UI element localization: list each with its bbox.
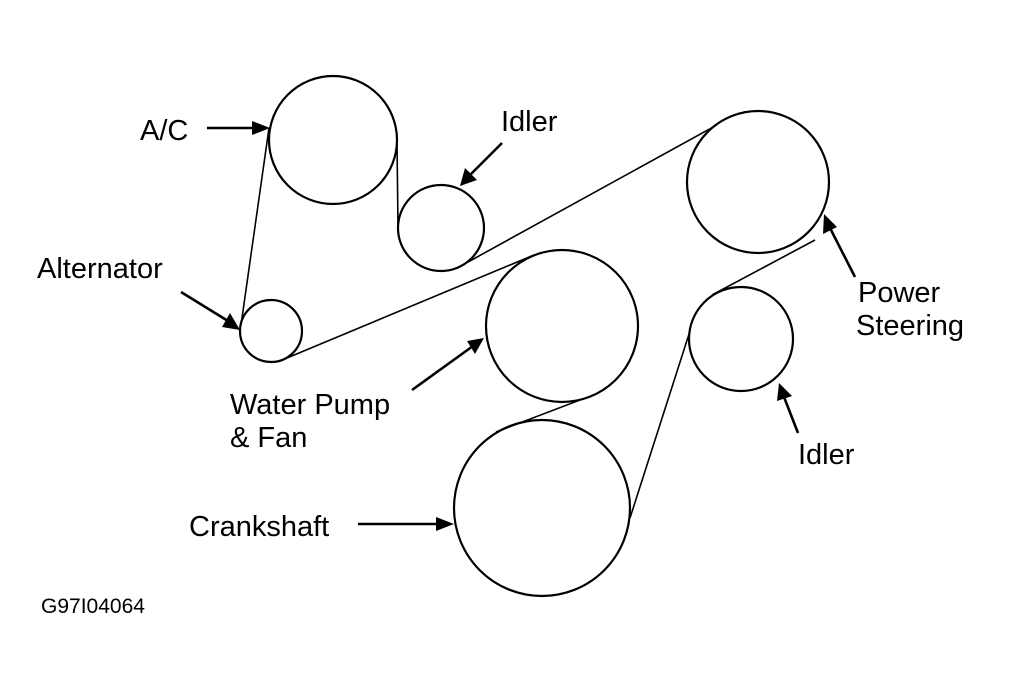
belt-segment-ac-idler	[396, 141, 399, 229]
power-steering-pulley	[685, 109, 831, 255]
water-pump-leader	[411, 344, 474, 392]
water-pump-label-line2: & Fan	[230, 422, 307, 454]
ac-pulley	[267, 74, 399, 206]
crankshaft-label: Crankshaft	[189, 511, 329, 543]
water-pump-arrowhead	[467, 338, 484, 354]
leader-arrows	[180, 121, 857, 531]
belt-segment-alternator-ac	[240, 127, 270, 326]
figure-code: G97I04064	[41, 595, 145, 618]
idler-bottom-pulley	[687, 285, 795, 393]
alternator-pulley	[238, 298, 304, 364]
ac-label: A/C	[140, 115, 188, 147]
alternator-leader	[180, 290, 229, 323]
crankshaft-pulley	[452, 418, 632, 598]
belt-segment-idler-powersteering	[467, 125, 716, 263]
serpentine-belt	[240, 125, 816, 519]
belt-segment-crankshaft-idler	[629, 330, 691, 519]
belt-segment-waterpump-crankshaft	[495, 399, 581, 433]
power-steering-arrowhead	[823, 214, 837, 234]
idler-top-label: Idler	[501, 106, 558, 138]
alternator-label: Alternator	[37, 253, 163, 285]
power-steering-leader	[828, 227, 857, 278]
idler-top-leader	[469, 142, 503, 176]
idler-top-arrowhead	[460, 168, 477, 186]
idler-top-pulley	[396, 183, 486, 273]
idler-bottom-arrowhead	[777, 383, 792, 401]
belt-segment-idler-powersteering-lower	[711, 239, 816, 296]
idler-bottom-leader	[782, 396, 800, 434]
power-steering-label-line1: Power	[858, 277, 941, 309]
alternator-arrowhead	[222, 313, 240, 330]
crankshaft-arrowhead	[436, 517, 454, 531]
ac-arrowhead	[252, 121, 270, 135]
water-pump-label-line1: Water Pump	[230, 389, 390, 421]
idler-bottom-label: Idler	[798, 439, 855, 471]
power-steering-label-line2: Steering	[856, 310, 964, 342]
water-pump-pulley	[484, 248, 640, 404]
belt-segment-alternator-waterpump	[286, 254, 535, 359]
